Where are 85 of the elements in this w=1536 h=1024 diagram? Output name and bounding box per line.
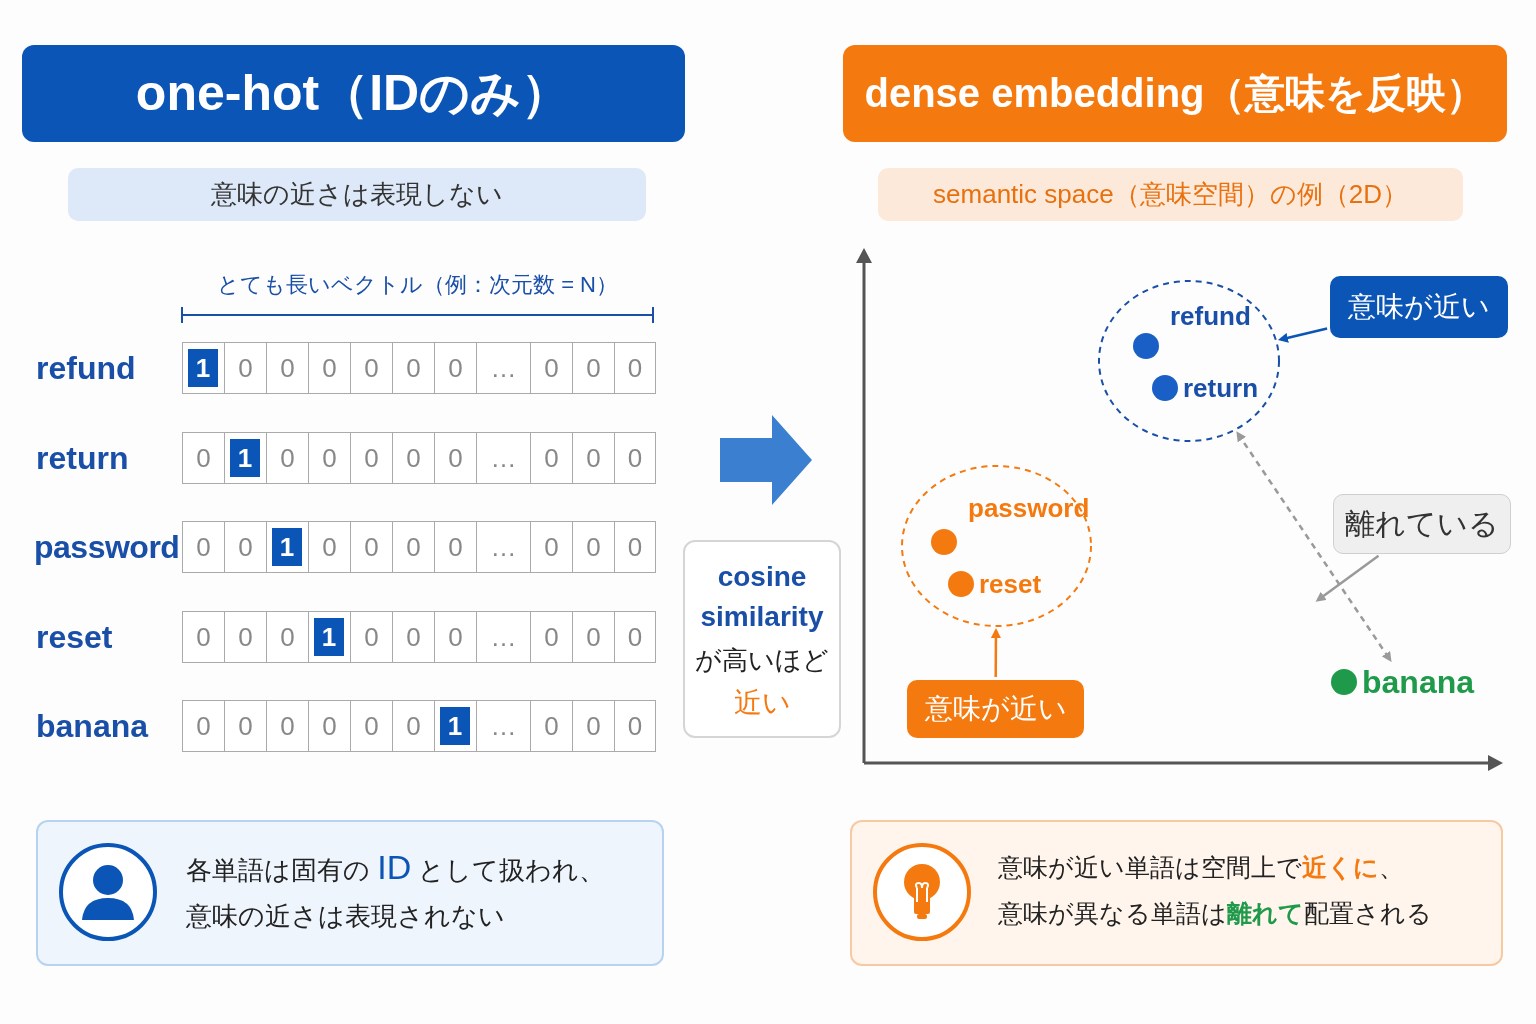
vector-cell: …: [476, 521, 531, 573]
vector-cell: 0: [572, 611, 615, 663]
vector-cell: 0: [392, 611, 435, 663]
word-label: reset: [36, 618, 113, 657]
vector-cell: 0: [434, 521, 477, 573]
callout-box: 離れている: [1333, 494, 1511, 554]
title-banner: dense embedding（意味を反映）: [843, 45, 1507, 142]
vector-cell: 0: [350, 700, 393, 752]
point-label: password: [968, 492, 1090, 525]
vector-cell: 0: [182, 611, 225, 663]
vector-cell: …: [476, 700, 531, 752]
vector-cell: 0: [530, 611, 573, 663]
vector-cell: 0: [614, 432, 656, 484]
highlight-mark: 1: [440, 707, 470, 745]
vector-cell: 0: [350, 521, 393, 573]
word-label: return: [36, 439, 129, 478]
vector-cell: 0: [266, 611, 309, 663]
vector-cell: 0: [572, 521, 615, 573]
vector-cell: 0: [308, 700, 351, 752]
dimension-label: とても長いベクトル（例：次元数 = N）: [216, 271, 619, 299]
description-text: 意味が近い単語は空間上で近くに、意味が異なる単語は離れて配置される: [998, 852, 1433, 929]
arrow: [1236, 431, 1392, 662]
highlight-text: 近い: [733, 685, 791, 720]
arrow: [1277, 327, 1328, 343]
vector-cell: 0: [266, 432, 309, 484]
callout-box: 意味が近い: [907, 680, 1084, 738]
vector-cell: 0: [614, 521, 656, 573]
vector-cell: 0: [350, 611, 393, 663]
vector-cell: 0: [350, 342, 393, 394]
vector-cell: 0: [224, 700, 267, 752]
point-label: banana: [1362, 664, 1475, 700]
vector-cell: 0: [530, 342, 573, 394]
highlight-mark: 1: [230, 439, 260, 477]
vector-cell: 0: [530, 521, 573, 573]
vector-cell: 0: [224, 342, 267, 394]
vector-cell: 0: [266, 342, 309, 394]
vector-cell: 0: [614, 700, 656, 752]
word-label: banana: [36, 707, 149, 746]
vector-cell: 0: [224, 521, 267, 573]
word-label: refund: [36, 349, 136, 388]
vector-cell: 0: [392, 521, 435, 573]
vector-cell: …: [476, 342, 531, 394]
vector-cell: 0: [392, 342, 435, 394]
vector-cell: 0: [614, 342, 656, 394]
callout-box: 意味が近い: [1330, 276, 1508, 338]
vector-cell: 0: [392, 700, 435, 752]
note-text: が高いほど: [695, 643, 829, 677]
vector-cell: 0: [308, 432, 351, 484]
info-card: [850, 820, 1503, 966]
info-card: [36, 820, 664, 966]
highlight-mark: 1: [272, 528, 302, 566]
title-banner: one-hot（IDのみ）: [22, 45, 685, 142]
term-text: cosine similarity: [699, 559, 825, 634]
vector-cell: 0: [224, 611, 267, 663]
vector-cell: 0: [530, 432, 573, 484]
subtitle-box: 意味の近さは表現しない: [68, 168, 646, 221]
word-label: password: [34, 528, 180, 567]
vector-cell: 0: [308, 342, 351, 394]
vector-cell: …: [476, 432, 531, 484]
point-label: refund: [1170, 300, 1251, 333]
vector-cell: 0: [434, 611, 477, 663]
highlight-mark: 1: [314, 618, 344, 656]
vector-cell: 0: [182, 521, 225, 573]
vector-cell: 0: [572, 432, 615, 484]
vector-cell: 0: [572, 700, 615, 752]
vector-cell: 0: [434, 342, 477, 394]
vector-cell: 0: [350, 432, 393, 484]
vector-cell: 0: [434, 432, 477, 484]
point-label: reset: [979, 568, 1042, 601]
vector-cell: 0: [392, 432, 435, 484]
description-text: 各単語は固有の ID として扱われ、意味の近さは表現されない: [186, 847, 606, 933]
note-card: [683, 540, 841, 738]
point-label: return: [1183, 372, 1259, 405]
vector-cell: 0: [572, 342, 615, 394]
subtitle-box: semantic space（意味空間）の例（2D）: [878, 168, 1463, 221]
vector-cell: 0: [182, 700, 225, 752]
vector-cell: …: [476, 611, 531, 663]
vector-cell: 0: [266, 700, 309, 752]
arrow: [990, 628, 1001, 677]
highlight-mark: 1: [188, 349, 218, 387]
arrow: [1315, 554, 1380, 602]
vector-cell: 0: [182, 432, 225, 484]
vector-cell: 0: [308, 521, 351, 573]
vector-cell: 0: [614, 611, 656, 663]
vector-cell: 0: [530, 700, 573, 752]
